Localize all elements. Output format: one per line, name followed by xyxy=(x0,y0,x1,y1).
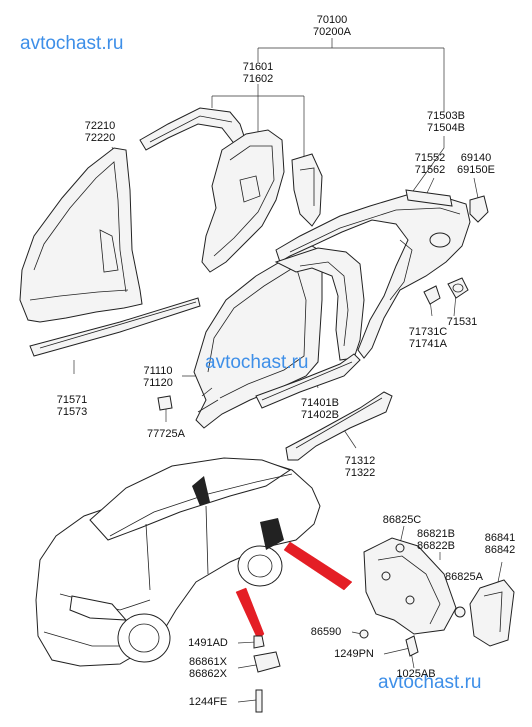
label-71110[interactable]: 71110 71120 xyxy=(138,365,178,389)
front-pillar-panel[interactable] xyxy=(19,147,143,323)
label-70100[interactable]: 70100 70200A xyxy=(306,14,358,38)
label-69140[interactable]: 69140 69150E xyxy=(452,152,500,176)
label-71552-line2: 71562 xyxy=(414,164,446,176)
label-1244fe[interactable]: 1244FE xyxy=(184,696,232,708)
label-71531[interactable]: 71531 xyxy=(442,316,482,328)
label-71312[interactable]: 71312 71322 xyxy=(340,455,380,479)
side-sill[interactable] xyxy=(255,353,361,409)
clip-part[interactable] xyxy=(157,395,173,411)
label-71571[interactable]: 71571 71573 xyxy=(52,394,92,418)
label-86821b-line1: 86821B xyxy=(417,528,455,540)
label-86841-line1: 86841 xyxy=(484,532,516,544)
label-71503b-line2: 71504B xyxy=(427,122,465,134)
label-86861x[interactable]: 86861X 86862X xyxy=(184,656,232,680)
label-71401b-line2: 71402B xyxy=(301,409,339,421)
watermark-center: avtochast.ru xyxy=(205,352,309,373)
roof-rail[interactable] xyxy=(139,107,247,151)
watermark-top-left: avtochast.ru xyxy=(20,33,124,54)
front-sill-strip[interactable] xyxy=(29,297,201,357)
label-1491ad-line1: 1491AD xyxy=(188,637,228,649)
label-71601-line1: 71601 xyxy=(242,61,274,73)
label-86821b[interactable]: 86821B 86822B xyxy=(412,528,460,552)
label-71401b[interactable]: 71401B 71402B xyxy=(296,397,344,421)
label-1491ad[interactable]: 1491AD xyxy=(184,637,232,649)
label-71571-line1: 71571 xyxy=(56,394,88,406)
small-bracket[interactable] xyxy=(423,285,441,305)
label-71312-line2: 71322 xyxy=(344,467,376,479)
side-outer-front[interactable] xyxy=(193,245,323,429)
label-1249pn-line1: 1249PN xyxy=(334,648,374,660)
label-77725a[interactable]: 77725A xyxy=(142,428,190,440)
label-71601-line2: 71602 xyxy=(242,73,274,85)
label-1025ab-line1: 1025AB xyxy=(396,668,436,680)
label-86841-line2: 86842 xyxy=(484,544,516,556)
label-71552-line1: 71552 xyxy=(414,152,446,164)
label-86590-line1: 86590 xyxy=(310,626,342,638)
car-body[interactable] xyxy=(35,457,321,667)
lower-sill[interactable] xyxy=(285,391,393,461)
label-71552[interactable]: 71552 71562 xyxy=(410,152,450,176)
label-86821b-line2: 86822B xyxy=(417,540,455,552)
label-71110-line1: 71110 xyxy=(143,365,173,377)
fasteners[interactable] xyxy=(253,543,466,713)
label-71503b[interactable]: 71503B 71504B xyxy=(422,110,470,134)
fuel-filler-lid[interactable] xyxy=(469,195,489,223)
label-70100-line2: 70200A xyxy=(313,26,351,38)
label-71503b-line1: 71503B xyxy=(427,110,465,122)
label-71731c-line2: 71741A xyxy=(409,338,447,350)
label-71601[interactable]: 71601 71602 xyxy=(238,61,278,85)
label-71110-line2: 71120 xyxy=(143,377,173,389)
label-86841[interactable]: 86841 86842 xyxy=(480,532,520,556)
label-71731c[interactable]: 71731C 71741A xyxy=(404,326,452,350)
callout-arrows xyxy=(235,541,353,641)
label-77725a-line1: 77725A xyxy=(147,428,185,440)
label-72210-line1: 72210 xyxy=(84,120,116,132)
label-71531-line1: 71531 xyxy=(446,316,478,328)
label-72210[interactable]: 72210 72220 xyxy=(80,120,120,144)
label-71571-line2: 71573 xyxy=(56,406,88,418)
label-69140-line1: 69140 xyxy=(460,152,492,164)
label-72210-line2: 72220 xyxy=(84,132,116,144)
label-86825c-line1: 86825C xyxy=(382,514,422,526)
label-86861x-line2: 86862X xyxy=(189,668,227,680)
fuel-door-area[interactable] xyxy=(405,189,453,207)
label-70100-line1: 70100 xyxy=(316,14,348,26)
label-86861x-line1: 86861X xyxy=(189,656,227,668)
label-86825a-line1: 86825A xyxy=(445,571,483,583)
label-71731c-line1: 71731C xyxy=(408,326,448,338)
label-86590[interactable]: 86590 xyxy=(306,626,346,638)
rear-inner-panel[interactable] xyxy=(291,153,323,227)
label-69140-line2: 69150E xyxy=(457,164,495,176)
watermark-bottom-right: avtochast.ru xyxy=(378,672,482,693)
center-pillar-inner[interactable] xyxy=(201,129,285,273)
label-86825c[interactable]: 86825C xyxy=(378,514,426,526)
label-86825a[interactable]: 86825A xyxy=(440,571,488,583)
label-71312-line1: 71312 xyxy=(344,455,376,467)
mud-flap[interactable] xyxy=(469,579,515,647)
label-1025ab[interactable]: 1025AB xyxy=(392,668,440,680)
label-1249pn[interactable]: 1249PN xyxy=(330,648,378,660)
label-71401b-line1: 71401B xyxy=(301,397,339,409)
label-1244fe-line1: 1244FE xyxy=(188,696,228,708)
fuel-housing[interactable] xyxy=(447,277,469,299)
wheel-guard[interactable] xyxy=(363,537,457,635)
